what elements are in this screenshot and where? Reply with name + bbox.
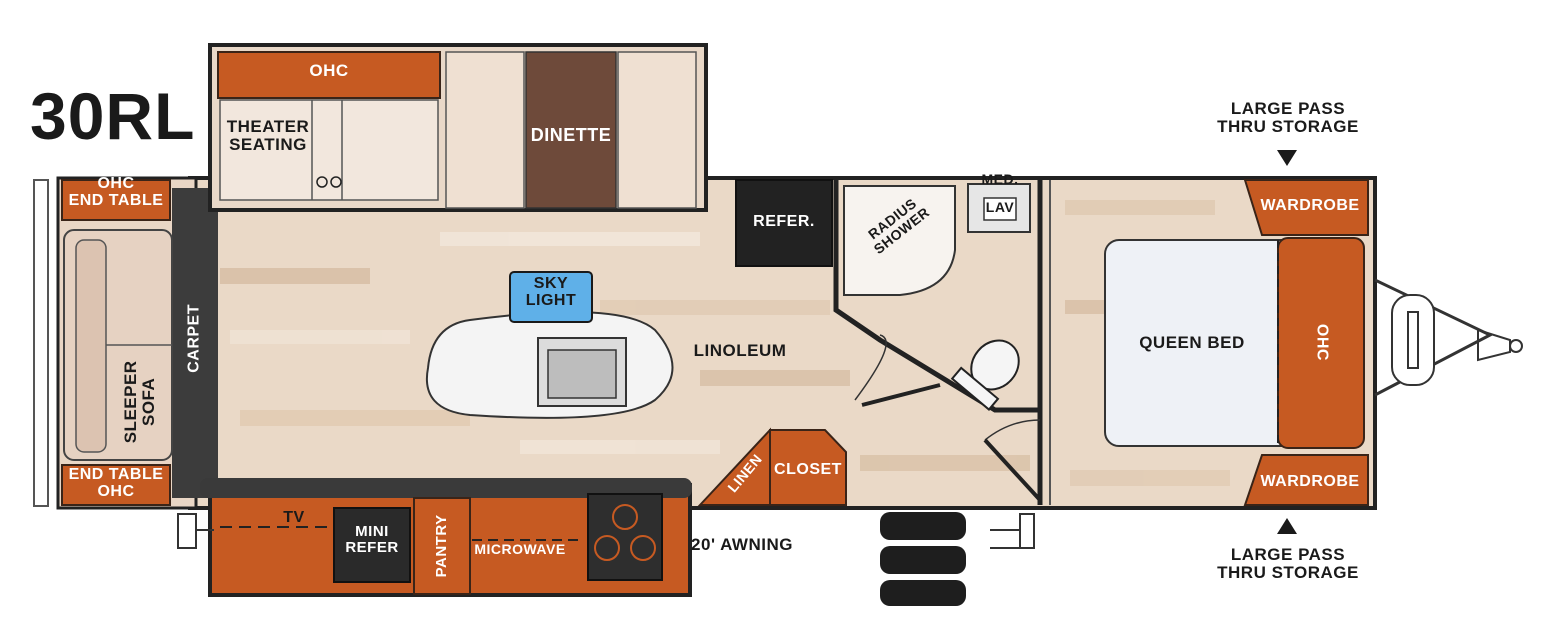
carpet-label: CARPET <box>185 304 203 373</box>
refer-label: REFER. <box>753 213 815 230</box>
radius-shower <box>843 185 956 296</box>
mini-refer-line2: REFER <box>345 538 399 556</box>
end-table-ohc-bottom-label: END TABLE OHC <box>62 466 170 501</box>
entry-steps <box>880 512 966 606</box>
tv-label: TV <box>283 509 305 526</box>
mini-refer-line1: MINI <box>355 523 389 540</box>
ohc-bed-label: OHC <box>1313 323 1331 361</box>
end-table-ohc-bottom-line1: END TABLE <box>68 466 164 483</box>
lav-label: LAV <box>985 199 1015 215</box>
ohc-bed-cabinet <box>1277 237 1365 449</box>
ohc-end-table-top-line2: END TABLE <box>68 191 164 209</box>
awning-label: 20' AWNING <box>691 535 793 554</box>
theater-seating-line2: SEATING <box>229 134 307 154</box>
ohc-end-table-top-line1: OHC <box>97 175 135 192</box>
sleeper-sofa-line2: SOFA <box>139 377 158 426</box>
toilet <box>950 339 1020 411</box>
sky-light-line2: LIGHT <box>525 291 577 309</box>
floor-planks <box>215 195 1230 486</box>
dinette-table <box>525 51 617 209</box>
med-label: MED. <box>981 171 1019 187</box>
wardrobe-top-label: WARDROBE <box>1260 197 1360 214</box>
closet-cabinet <box>769 429 847 506</box>
wardrobe-top <box>1243 179 1369 236</box>
microwave-label: MICROWAVE <box>474 541 566 557</box>
sky-light-line1: SKY <box>533 275 569 292</box>
pass-thru-bottom-line1: LARGE PASS <box>1230 545 1346 564</box>
dinette-label: DINETTE <box>530 125 612 145</box>
sleeper-sofa-line1: SLEEPER <box>121 360 141 444</box>
wardrobe-bottom <box>1243 454 1369 506</box>
pass-thru-bottom-label: LARGE PASS THRU STORAGE <box>1208 546 1368 582</box>
arrow-up <box>1277 518 1297 534</box>
pass-thru-bottom-line2: THRU STORAGE <box>1217 562 1359 582</box>
sleeper-sofa-label: SLEEPER SOFA <box>121 332 158 472</box>
mini-refer-label: MINI REFER <box>334 524 410 556</box>
jacks <box>177 513 1035 549</box>
end-table-ohc-bottom-line2: OHC <box>97 482 135 500</box>
hitch <box>1374 278 1523 397</box>
closet-label: CLOSET <box>774 461 842 478</box>
end-table-bottom <box>61 464 171 506</box>
sky-light <box>509 271 593 323</box>
pass-thru-top-line1: LARGE PASS <box>1230 99 1346 118</box>
linoleum-label: LINOLEUM <box>693 341 787 360</box>
pass-thru-top-line2: THRU STORAGE <box>1217 116 1359 136</box>
wardrobe-bottom-label: WARDROBE <box>1260 473 1360 490</box>
ohc-top-cabinet <box>217 51 441 99</box>
arrow-down <box>1277 150 1297 166</box>
queen-bed-label: QUEEN BED <box>1139 333 1245 352</box>
pantry-label: PANTRY <box>433 514 451 578</box>
refrigerator <box>735 179 833 267</box>
stove <box>587 493 663 581</box>
sky-light-label: SKY LIGHT <box>510 275 592 310</box>
pantry-cabinet <box>413 497 471 595</box>
ohc-end-table-top-label: OHC END TABLE <box>62 175 170 210</box>
ohc-top-label: OHC <box>309 61 349 80</box>
theater-seating-line1: THEATER <box>226 117 310 136</box>
model-title: 30RL <box>30 79 196 153</box>
theater-seats <box>219 99 439 201</box>
theater-seating-label: THEATER SEATING <box>222 118 314 154</box>
mini-refer-box <box>333 507 411 583</box>
end-table-top <box>61 179 171 221</box>
carpet-strip <box>172 188 218 498</box>
pass-thru-top-label: LARGE PASS THRU STORAGE <box>1208 100 1368 136</box>
